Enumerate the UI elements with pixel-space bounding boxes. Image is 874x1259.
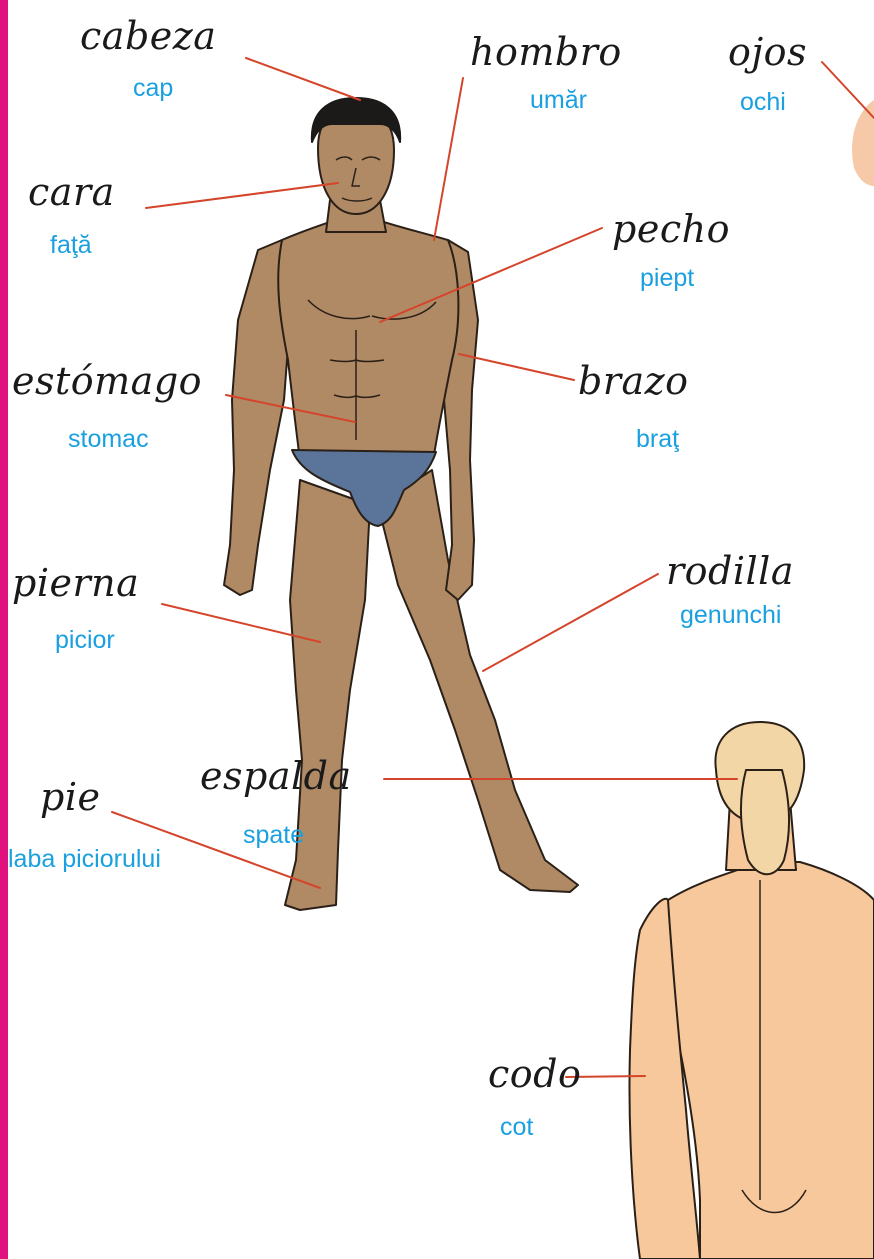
label-espalda: espalda bbox=[200, 754, 352, 798]
translation-cot: cot bbox=[500, 1113, 534, 1141]
label-cabeza: cabeza bbox=[80, 14, 217, 58]
translation-umar: umăr bbox=[530, 86, 587, 114]
translation-spate: spate bbox=[243, 821, 305, 849]
label-rodilla: rodilla bbox=[666, 549, 794, 593]
label-codo: codo bbox=[488, 1052, 582, 1096]
label-brazo: brazo bbox=[578, 359, 689, 403]
magenta-border bbox=[0, 0, 8, 1259]
translation-cap: cap bbox=[133, 74, 174, 102]
translation-brat: braţ bbox=[636, 425, 680, 453]
label-pie: pie bbox=[40, 775, 101, 819]
back-body-figure bbox=[628, 721, 874, 1259]
translation-ochi: ochi bbox=[740, 88, 786, 116]
translation-fata: faţă bbox=[50, 231, 92, 259]
translation-picior: picior bbox=[55, 626, 115, 654]
translation-piept: piept bbox=[640, 264, 695, 292]
label-ojos: ojos bbox=[728, 30, 808, 74]
eye-closeup-illustration bbox=[852, 100, 874, 186]
label-pecho: pecho bbox=[612, 207, 730, 251]
label-estomago: estómago bbox=[12, 359, 203, 403]
translation-laba-piciorului: laba piciorului bbox=[8, 845, 161, 873]
translation-stomac: stomac bbox=[68, 425, 149, 453]
label-cara: cara bbox=[28, 170, 115, 214]
translation-genunchi: genunchi bbox=[680, 601, 782, 629]
leader-lines bbox=[111, 57, 874, 1078]
label-pierna: pierna bbox=[12, 561, 140, 605]
front-body-figure bbox=[223, 97, 579, 911]
label-hombro: hombro bbox=[470, 30, 622, 74]
